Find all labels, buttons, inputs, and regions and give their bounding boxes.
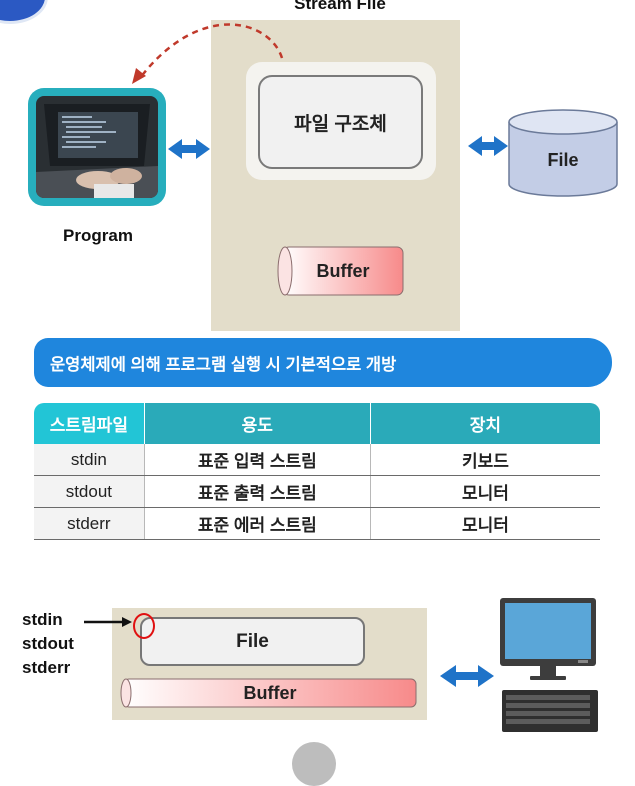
table-cell: 표준 에러 스트림	[143, 507, 371, 540]
page-indicator-icon	[292, 742, 336, 786]
bottom-connectors	[84, 617, 494, 687]
stream-file-title: Stream File	[294, 0, 386, 13]
buffer-pipe: Buffer	[277, 246, 409, 296]
buffer-pipe-icon	[277, 246, 404, 296]
keyboard-icon	[502, 690, 598, 732]
table-cell: 표준 입력 스트림	[143, 444, 371, 476]
standard-streams-list: stdin stdout stderr	[22, 608, 74, 680]
table-cell: stdin	[34, 444, 145, 476]
file-cylinder: File	[507, 108, 619, 198]
table-cell: stderr	[34, 507, 145, 540]
table-cell: 표준 출력 스트림	[143, 475, 371, 508]
table-row: stdin 표준 입력 스트림 키보드	[34, 444, 600, 476]
laptop-photo-icon	[36, 96, 158, 198]
column-header: 장치	[369, 403, 600, 444]
table-cell: 모니터	[369, 475, 600, 508]
file-label: File	[547, 150, 579, 170]
stream-name: stdin	[22, 610, 63, 629]
dashed-arrowhead-icon	[132, 68, 146, 84]
file-struct-box: 파일 구조체	[258, 75, 423, 169]
database-cylinder-icon	[508, 109, 618, 197]
stream-name: stdout	[22, 634, 74, 653]
bottom-buffer-label: Buffer	[243, 682, 297, 703]
info-banner: 운영체제에 의해 프로그램 실행 시 기본적으로 개방	[34, 338, 612, 387]
table-cell: 모니터	[369, 507, 600, 540]
table-cell: 키보드	[369, 444, 600, 476]
stream-name: stderr	[22, 658, 71, 677]
table-row: stderr 표준 에러 스트림 모니터	[34, 507, 600, 540]
program-label: Program	[63, 226, 133, 245]
double-arrow-icon	[168, 139, 210, 159]
bottom-file-box: File	[140, 617, 365, 666]
double-arrow-icon	[440, 665, 494, 687]
buffer-pipe-icon	[120, 678, 417, 708]
bottom-buffer-pipe: Buffer	[120, 678, 420, 708]
dashed-return-arrow	[139, 23, 284, 79]
table-row: stdout 표준 출력 스트림 모니터	[34, 475, 600, 508]
top-connectors	[132, 23, 508, 159]
computer-monitor-icon	[500, 598, 598, 732]
double-arrow-icon	[468, 136, 508, 156]
highlight-circle-icon	[133, 613, 155, 639]
table-header-row: 스트림파일 용도 장치	[34, 403, 600, 444]
column-header: 용도	[143, 403, 371, 444]
table-cell: stdout	[34, 475, 145, 508]
pointer-arrow-icon	[122, 617, 132, 627]
buffer-label: Buffer	[316, 260, 370, 281]
stream-table: 스트림파일 용도 장치 stdin 표준 입력 스트림 키보드 stdout 표…	[34, 403, 600, 540]
column-header: 스트림파일	[34, 403, 145, 444]
